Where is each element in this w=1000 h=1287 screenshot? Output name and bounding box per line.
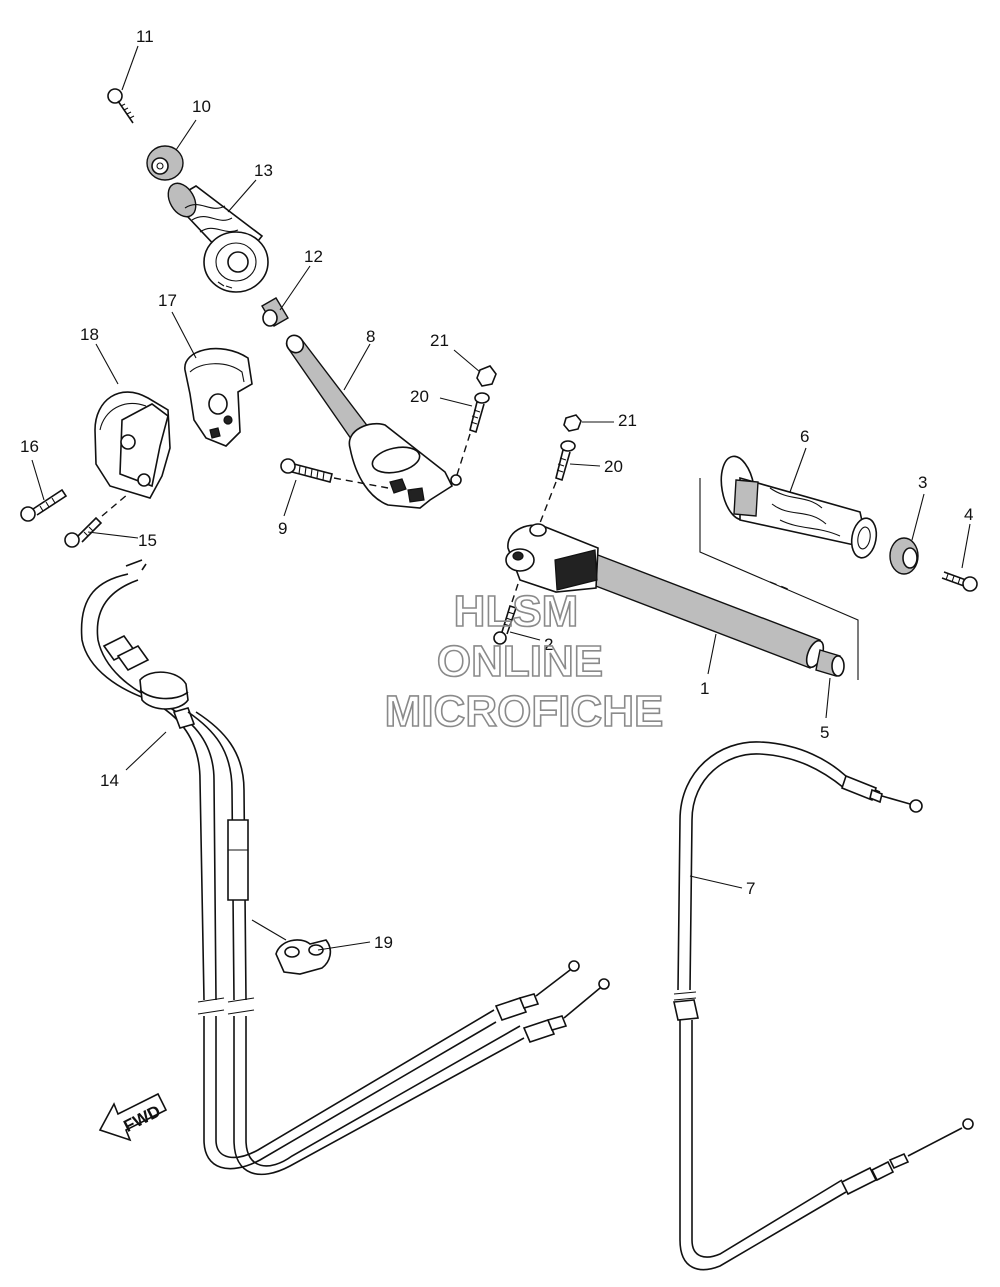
label-part-1: 1: [700, 679, 709, 698]
label-part-6: 6: [800, 427, 809, 446]
label-part-21-lower: 21: [618, 411, 637, 430]
part-3-bar-end: [889, 537, 919, 575]
part-1-handlebar: [505, 523, 825, 669]
assembly-bracket: [699, 478, 859, 680]
label-part-3: 3: [918, 473, 927, 492]
part-6-grip: [720, 455, 878, 559]
label-part-12: 12: [304, 247, 323, 266]
label-part-15: 15: [138, 531, 157, 550]
label-part-19: 19: [374, 933, 393, 952]
part-20-bolt-lower: [537, 440, 576, 529]
watermark-line-2: ONLINE: [437, 637, 603, 686]
watermark: HLSM ONLINE MICROFICHE: [384, 586, 664, 737]
part-9-bolt: [280, 458, 389, 489]
watermark-line-3: MICROFICHE: [385, 687, 664, 736]
part-15-screw: [64, 493, 129, 548]
part-10-bar-end: [146, 145, 184, 181]
watermark-line-1: HLSM: [454, 587, 579, 636]
label-part-7: 7: [746, 879, 755, 898]
part-7-clutch-cable: [673, 741, 974, 1271]
part-5-collar: [815, 649, 845, 677]
part-20-bolt-upper: [455, 392, 490, 479]
part-8-throttle-tube: [285, 334, 462, 509]
label-part-13: 13: [254, 161, 273, 180]
part-21-nut-lower: [563, 414, 582, 432]
leader-lines: [31, 45, 971, 951]
label-part-20-upper: 20: [410, 387, 429, 406]
label-part-8: 8: [366, 327, 375, 346]
part-21-nut-upper: [476, 365, 497, 387]
part-11-bolt: [107, 88, 135, 124]
label-part-9: 9: [278, 519, 287, 538]
fwd-arrow-icon: FWD: [98, 1092, 168, 1142]
label-part-16: 16: [20, 437, 39, 456]
label-part-20-lower: 20: [604, 457, 623, 476]
label-part-11: 11: [136, 27, 154, 46]
part-4-bolt: [941, 571, 978, 592]
part-13-throttle-grip: [167, 182, 269, 293]
part-19-cable-clamp: [275, 939, 332, 975]
label-part-4: 4: [964, 505, 973, 524]
part-17-switch-housing: [184, 347, 253, 447]
part-18-switch-housing-lower: [94, 391, 171, 499]
part-12-collar: [261, 297, 289, 327]
part-16-screw: [20, 488, 68, 522]
part-number-labels: 11 10 13 12 17 18 8 21 20 16 9 15 21 20 …: [20, 27, 973, 952]
part-2-bolt: [493, 583, 519, 645]
label-part-14: 14: [100, 771, 119, 790]
part-14-throttle-cables: [80, 559, 610, 1176]
label-part-21-upper: 21: [430, 331, 449, 350]
label-part-2: 2: [544, 635, 553, 654]
label-part-17: 17: [158, 291, 177, 310]
label-part-5: 5: [820, 723, 829, 742]
label-part-18: 18: [80, 325, 99, 344]
label-part-10: 10: [192, 97, 211, 116]
